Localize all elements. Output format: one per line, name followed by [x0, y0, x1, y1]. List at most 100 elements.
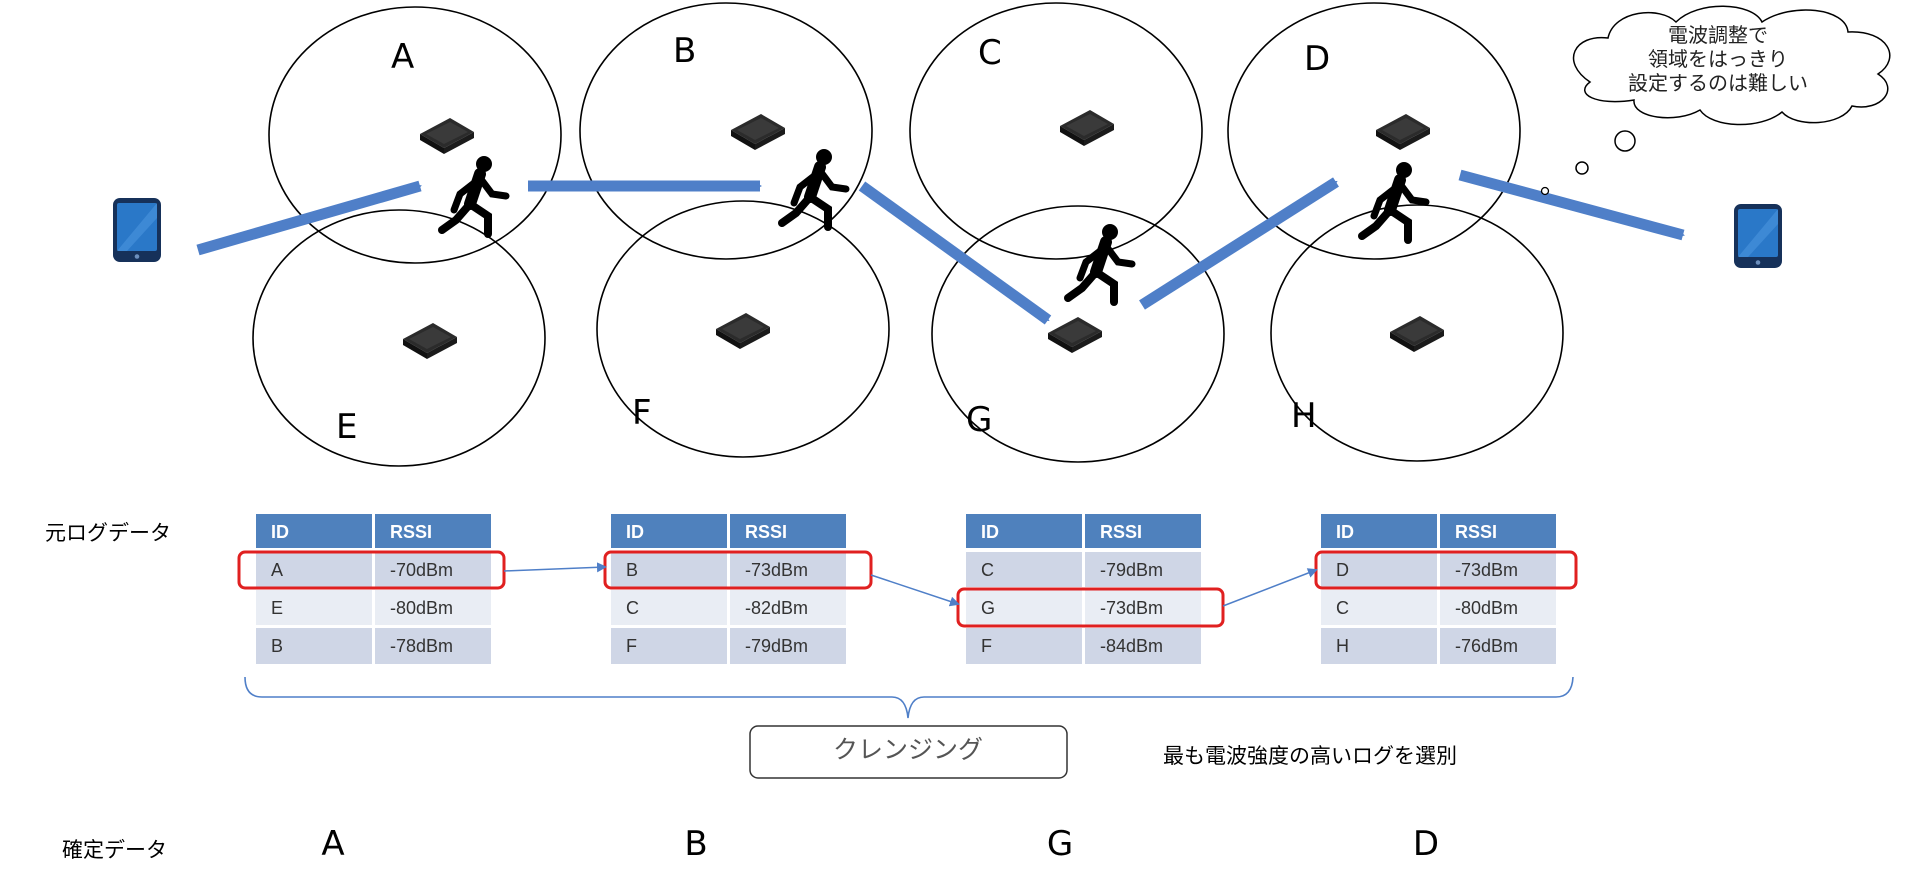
thought-bubble: 電波調整で 領域をはっきり 設定するのは難しい	[1540, 5, 1891, 196]
selected-row-highlight	[237, 550, 506, 590]
log-table-1: ID RSSI A -70dBm E -80dBm B -78dBm	[256, 514, 491, 664]
zone-circle-g	[931, 205, 1225, 463]
zone-label-h: H	[1291, 396, 1317, 436]
raw-log-label: 元ログデータ	[45, 521, 171, 545]
grouping-brace	[244, 676, 1574, 719]
zone-circle-b	[579, 2, 873, 260]
zone-label-b: B	[673, 31, 696, 71]
table-cell-rssi: -73dBm	[1100, 598, 1163, 618]
table-header-rssi: RSSI	[390, 522, 432, 542]
selection-arrow	[1222, 568, 1318, 607]
zone-label-d: D	[1304, 39, 1330, 79]
log-table-4: ID RSSI D -73dBm C -80dBm H -76dBm	[1321, 514, 1556, 664]
zone-circles	[252, 2, 1564, 467]
beacon-icon-e	[403, 323, 457, 359]
table-cell-rssi: -79dBm	[745, 636, 808, 656]
thought-line-3: 設定するのは難しい	[1628, 71, 1808, 95]
thought-dot-large	[1614, 130, 1636, 152]
table-cell-id: B	[626, 560, 638, 580]
zone-labels: A B C D E F G H	[336, 31, 1330, 447]
zone-circle-a	[268, 6, 562, 264]
table-cell-rssi: -84dBm	[1100, 636, 1163, 656]
cleansing-note: 最も電波強度の高いログを選別	[1163, 744, 1457, 768]
table-header-rssi: RSSI	[1455, 522, 1497, 542]
beacon-icon-g	[1048, 317, 1102, 353]
table-cell-rssi: -78dBm	[390, 636, 453, 656]
person-walking-icon-3	[1068, 224, 1132, 302]
table-cell-rssi: -73dBm	[745, 560, 808, 580]
zone-label-e: E	[336, 407, 357, 447]
confirmed-zone: G	[1047, 824, 1073, 864]
table-header-id: ID	[626, 522, 644, 542]
selection-highlights	[237, 550, 1578, 628]
table-header-id: ID	[1336, 522, 1354, 542]
table-cell-id: B	[271, 636, 283, 656]
movement-arrow-5	[1458, 169, 1685, 241]
zone-label-a: A	[391, 37, 414, 77]
table-cell-id: E	[271, 598, 283, 618]
table-cell-rssi: -82dBm	[745, 598, 808, 618]
table-cell-rssi: -80dBm	[390, 598, 453, 618]
table-cell-id: A	[271, 560, 283, 580]
person-walking-icon-4	[1362, 162, 1426, 240]
thought-dot-small	[1540, 186, 1550, 196]
confirmed-zone: D	[1413, 824, 1439, 864]
selection-arrows	[503, 562, 1318, 607]
zone-circle-c	[909, 2, 1203, 260]
table-cell-rssi: -70dBm	[390, 560, 453, 580]
tablet-icon-end	[1734, 204, 1782, 268]
table-cell-rssi: -80dBm	[1455, 598, 1518, 618]
table-cell-id: F	[981, 636, 992, 656]
zone-circle-d	[1227, 2, 1521, 260]
selection-arrow	[870, 574, 960, 607]
zone-label-g: G	[966, 400, 992, 440]
selection-arrow	[503, 562, 607, 573]
cleansing-label: クレンジング	[833, 735, 983, 764]
log-table-3: ID RSSI C -79dBm G -73dBm F -84dBm	[966, 514, 1201, 664]
confirmed-data-label: 確定データ	[62, 838, 167, 862]
beacon-icon-a	[420, 118, 474, 154]
table-header-id: ID	[271, 522, 289, 542]
movement-arrow-4	[1139, 177, 1339, 310]
thought-dot-medium	[1575, 161, 1589, 175]
movement-arrow-3	[858, 181, 1052, 325]
beacon-icon-h	[1390, 316, 1444, 352]
person-walking-icon-1	[442, 156, 506, 234]
table-cell-id: C	[626, 598, 639, 618]
zone-label-f: F	[632, 393, 652, 433]
table-cell-rssi: -76dBm	[1455, 636, 1518, 656]
table-cell-id: C	[1336, 598, 1349, 618]
movement-arrows	[196, 169, 1685, 325]
zone-label-c: C	[978, 33, 1002, 73]
thought-line-1: 電波調整で	[1668, 23, 1768, 47]
beacon-icon-d	[1376, 114, 1430, 150]
confirmed-zone: A	[321, 824, 344, 864]
table-cell-id: C	[981, 560, 994, 580]
table-cell-id: G	[981, 598, 995, 618]
zone-circle-e	[252, 209, 546, 467]
table-cell-id: F	[626, 636, 637, 656]
table-cell-rssi: -73dBm	[1455, 560, 1518, 580]
confirmed-zone: B	[684, 824, 707, 864]
beacon-icon-f	[716, 313, 770, 349]
table-header-rssi: RSSI	[1100, 522, 1142, 542]
selected-row-highlight	[956, 587, 1225, 628]
table-header-rssi: RSSI	[745, 522, 787, 542]
tablet-icon-start	[113, 198, 161, 262]
table-cell-id: H	[1336, 636, 1349, 656]
beacon-icon-c	[1060, 110, 1114, 146]
walkers	[442, 149, 1426, 302]
beacon-icon-b	[731, 114, 785, 150]
confirmed-results: A B G D	[321, 824, 1439, 864]
table-cell-id: D	[1336, 560, 1349, 580]
zone-circle-f	[596, 200, 890, 458]
table-header-id: ID	[981, 522, 999, 542]
movement-arrow-1	[196, 180, 422, 256]
cleansing-box	[749, 725, 1068, 779]
log-table-2: ID RSSI B -73dBm C -82dBm F -79dBm	[611, 514, 846, 664]
thought-cloud	[1572, 5, 1891, 126]
zone-circle-h	[1270, 204, 1564, 462]
table-cell-rssi: -79dBm	[1100, 560, 1163, 580]
thought-line-2: 領域をはっきり	[1648, 47, 1788, 71]
